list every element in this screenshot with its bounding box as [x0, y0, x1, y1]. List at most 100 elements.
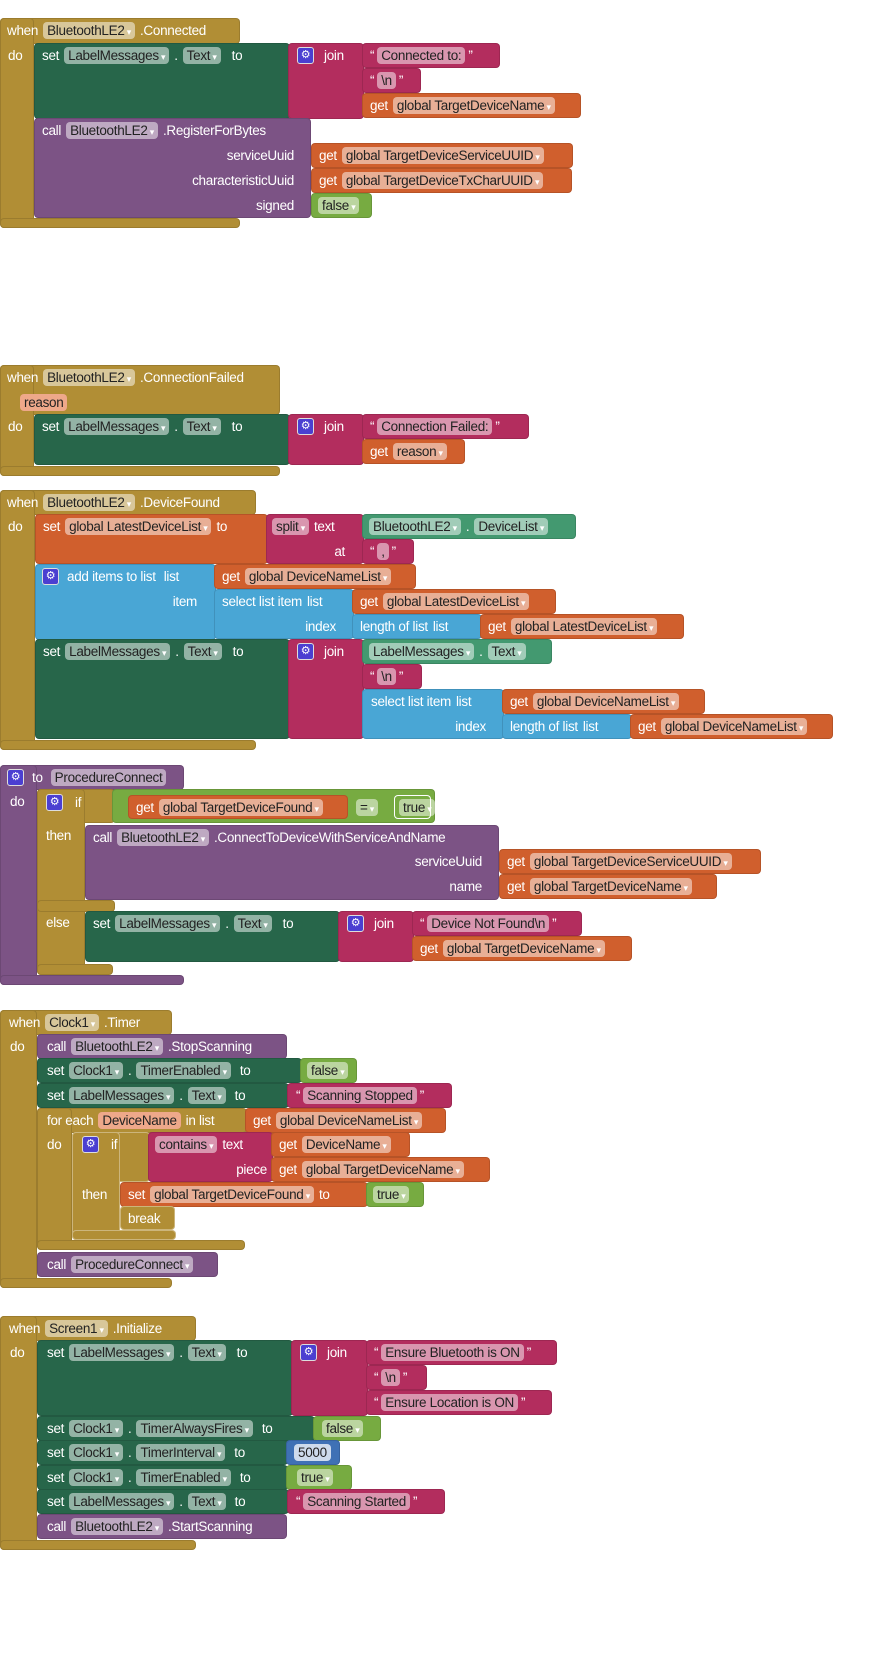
- variable-dropdown[interactable]: global DeviceNameList: [244, 568, 392, 585]
- string-value[interactable]: \n: [377, 668, 396, 685]
- string-literal[interactable]: Connected to:: [370, 47, 473, 64]
- component-dropdown[interactable]: Clock1: [69, 1062, 123, 1079]
- mutator-gear-icon[interactable]: ⚙: [297, 418, 314, 435]
- property-dropdown[interactable]: Text: [487, 643, 526, 660]
- variable-dropdown[interactable]: global DeviceNameList: [275, 1112, 423, 1129]
- string-value[interactable]: Device Not Found\n: [427, 915, 550, 932]
- component-dropdown[interactable]: BluetoothLE2: [369, 518, 461, 535]
- procedure-body[interactable]: [0, 765, 37, 985]
- event-connection-failed-body[interactable]: [0, 365, 34, 476]
- length-of-list-block[interactable]: [502, 714, 632, 739]
- property-dropdown[interactable]: Text: [182, 47, 221, 64]
- for-each-footer[interactable]: [37, 1240, 245, 1250]
- mutator-gear-icon[interactable]: ⚙: [46, 793, 63, 811]
- mutator-gear-icon[interactable]: ⚙: [297, 643, 314, 660]
- property-dropdown[interactable]: Text: [187, 1344, 226, 1361]
- mutator-gear-icon[interactable]: ⚙: [82, 1136, 99, 1153]
- procedure-name-field[interactable]: ProcedureConnect: [50, 769, 167, 786]
- loop-variable-field[interactable]: DeviceName: [98, 1112, 181, 1129]
- component-dropdown[interactable]: Clock1: [69, 1469, 123, 1486]
- event-device-found-footer[interactable]: [0, 740, 256, 750]
- variable-dropdown[interactable]: global TargetDeviceServiceUUID: [529, 853, 732, 870]
- variable-dropdown[interactable]: global LatestDeviceList: [510, 618, 658, 635]
- string-literal[interactable]: \n: [374, 1369, 407, 1386]
- property-dropdown[interactable]: Text: [187, 1493, 226, 1510]
- mutator-gear-icon[interactable]: ⚙: [300, 1344, 317, 1361]
- string-value[interactable]: Ensure Bluetooth is ON: [381, 1344, 524, 1361]
- property-dropdown[interactable]: TimerInterval: [136, 1444, 226, 1461]
- variable-dropdown[interactable]: global TargetDeviceServiceUUID: [341, 147, 544, 164]
- event-connection-failed-footer[interactable]: [0, 466, 280, 476]
- add-items-to-list-block[interactable]: [35, 564, 216, 640]
- property-dropdown[interactable]: Text: [182, 418, 221, 435]
- string-value[interactable]: Ensure Location is ON: [381, 1394, 518, 1411]
- if-block-body[interactable]: [37, 789, 85, 975]
- component-dropdown[interactable]: BluetoothLE2: [43, 22, 135, 39]
- event-parameter[interactable]: reason: [20, 394, 68, 411]
- variable-dropdown[interactable]: global TargetDeviceFound: [150, 1186, 314, 1203]
- number-field[interactable]: 5000: [294, 1444, 331, 1461]
- variable-dropdown[interactable]: global TargetDeviceName: [529, 878, 692, 895]
- contains-mode-dropdown[interactable]: contains: [155, 1136, 218, 1153]
- if-block-else[interactable]: [37, 900, 115, 912]
- property-dropdown[interactable]: TimerAlwaysFires: [136, 1420, 253, 1437]
- boolean-dropdown[interactable]: false: [318, 197, 360, 214]
- component-dropdown[interactable]: Clock1: [69, 1444, 123, 1461]
- string-value[interactable]: Scanning Stopped: [303, 1087, 417, 1104]
- break-block[interactable]: [120, 1206, 175, 1230]
- for-each-body[interactable]: [37, 1108, 72, 1250]
- event-screen-initialize-body[interactable]: [0, 1316, 37, 1550]
- string-value[interactable]: ,: [377, 543, 389, 560]
- component-dropdown[interactable]: LabelMessages: [69, 1087, 175, 1104]
- component-dropdown[interactable]: LabelMessages: [115, 915, 221, 932]
- variable-dropdown[interactable]: global DeviceNameList: [532, 693, 680, 710]
- split-mode-dropdown[interactable]: split: [272, 518, 309, 535]
- string-literal[interactable]: Connection Failed:: [370, 418, 500, 435]
- mutator-gear-icon[interactable]: ⚙: [347, 915, 364, 932]
- string-value[interactable]: Connected to:: [377, 47, 466, 64]
- string-value[interactable]: \n: [377, 72, 396, 89]
- event-connected-body[interactable]: [0, 18, 34, 228]
- component-dropdown[interactable]: Clock1: [69, 1420, 123, 1437]
- mutator-gear-icon[interactable]: ⚙: [297, 47, 314, 64]
- variable-dropdown[interactable]: global TargetDeviceName: [392, 97, 555, 114]
- variable-dropdown[interactable]: global TargetDeviceName: [301, 1161, 464, 1178]
- boolean-dropdown[interactable]: true: [399, 798, 436, 816]
- select-list-item-block[interactable]: [362, 689, 504, 739]
- if-block-footer[interactable]: [72, 1230, 176, 1240]
- component-dropdown[interactable]: LabelMessages: [69, 1344, 175, 1361]
- component-dropdown[interactable]: BluetoothLE2: [66, 122, 158, 139]
- string-value[interactable]: \n: [381, 1369, 400, 1386]
- length-of-list-block[interactable]: [352, 614, 482, 639]
- property-dropdown[interactable]: TimerEnabled: [136, 1062, 231, 1079]
- component-dropdown[interactable]: LabelMessages: [65, 643, 171, 660]
- variable-dropdown[interactable]: global TargetDeviceName: [442, 940, 605, 957]
- procedure-dropdown[interactable]: ProcedureConnect: [71, 1256, 194, 1273]
- property-dropdown[interactable]: DeviceList: [474, 518, 549, 535]
- variable-dropdown[interactable]: global LatestDeviceList: [382, 593, 530, 610]
- variable-dropdown[interactable]: global DeviceNameList: [660, 718, 808, 735]
- property-dropdown[interactable]: TimerEnabled: [136, 1469, 231, 1486]
- component-dropdown[interactable]: BluetoothLE2: [71, 1518, 163, 1535]
- event-clock-timer-footer[interactable]: [0, 1278, 172, 1288]
- mutator-gear-icon[interactable]: ⚙: [7, 769, 24, 786]
- procedure-footer[interactable]: [0, 975, 184, 985]
- select-list-item-block[interactable]: [214, 589, 354, 639]
- variable-dropdown[interactable]: DeviceName: [301, 1136, 391, 1153]
- operator-dropdown[interactable]: =: [356, 798, 379, 816]
- mutator-gear-icon[interactable]: ⚙: [42, 568, 59, 585]
- boolean-dropdown[interactable]: false: [322, 1420, 364, 1437]
- component-dropdown[interactable]: LabelMessages: [64, 47, 170, 64]
- string-literal[interactable]: Ensure Bluetooth is ON: [374, 1344, 531, 1361]
- component-dropdown[interactable]: Screen1: [45, 1320, 108, 1337]
- component-dropdown[interactable]: LabelMessages: [69, 1493, 175, 1510]
- string-value[interactable]: Connection Failed:: [377, 418, 493, 435]
- variable-dropdown[interactable]: global LatestDeviceList: [65, 518, 212, 535]
- component-dropdown[interactable]: LabelMessages: [64, 418, 170, 435]
- event-connected-footer[interactable]: [0, 218, 240, 228]
- event-screen-initialize-footer[interactable]: [0, 1540, 196, 1550]
- variable-dropdown[interactable]: global TargetDeviceTxCharUUID: [341, 172, 544, 189]
- string-literal[interactable]: Ensure Location is ON: [374, 1394, 525, 1411]
- string-literal[interactable]: \n: [370, 668, 403, 685]
- string-literal[interactable]: ,: [370, 543, 396, 560]
